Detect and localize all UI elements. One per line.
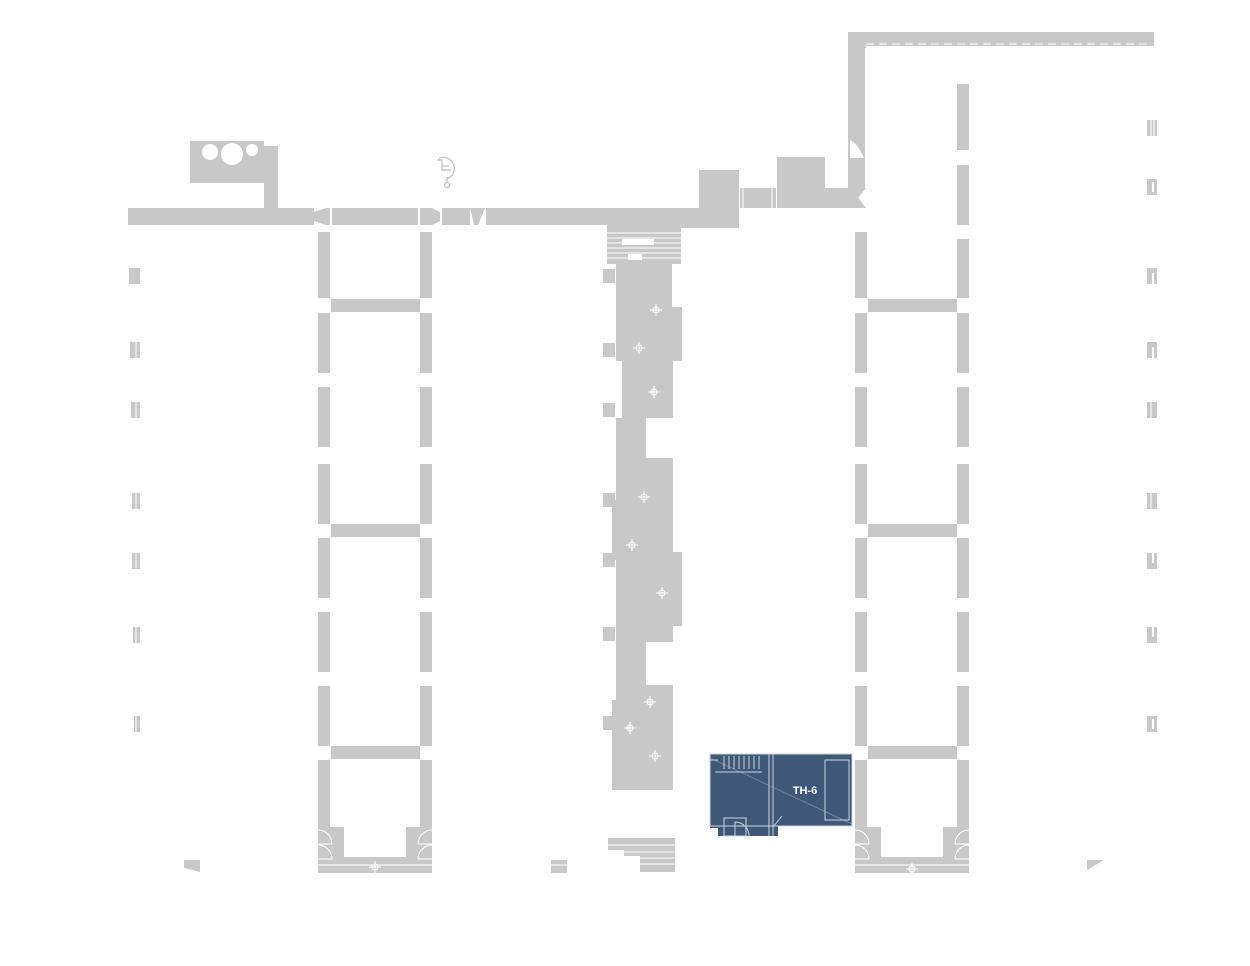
light-fixture-icon [656,587,668,599]
left-wing [317,232,433,873]
unit-label: TH-6 [793,785,817,797]
wheelchair-icon [437,156,455,189]
west-windows [129,268,140,732]
light-fixture-icon [650,304,662,316]
tank-icon [221,143,243,165]
light-fixture-icon [644,696,656,708]
light-fixture-icon [638,491,650,503]
light-fixture-icon [906,863,918,875]
light-fixtures [624,304,668,762]
light-fixture-icon [648,386,660,398]
unit-th-6[interactable]: TH-6 [709,753,853,837]
stairs-north [607,228,681,264]
east-windows [1147,120,1157,732]
right-wing [854,84,970,875]
light-fixture-icon [624,722,636,734]
light-fixture-icon [626,539,638,551]
light-fixture-icon [633,342,645,354]
central-spine [603,264,682,872]
light-fixture-icon [649,750,661,762]
north-wall [128,141,700,228]
north-central-structure [699,32,1154,228]
south-edge [184,860,1104,873]
tank-icon [202,144,218,160]
tank-icon [246,144,258,156]
unit-stairs [723,756,760,769]
light-fixture-icon [369,861,381,873]
